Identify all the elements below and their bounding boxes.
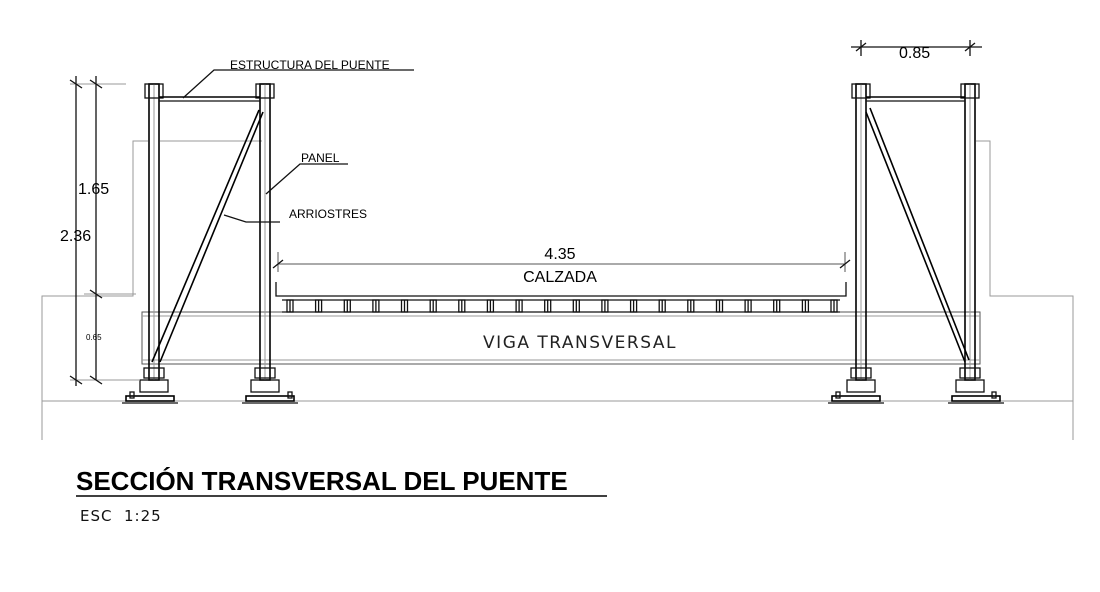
bracing-label: ARRIOSTRES <box>289 207 367 221</box>
base-2 <box>242 367 298 404</box>
panel-label: PANEL <box>301 151 340 165</box>
left-panel <box>144 83 275 381</box>
support-bases <box>122 367 1004 404</box>
total-height-dimension: 2.36 <box>60 228 91 245</box>
roadway-deck <box>275 282 847 313</box>
transverse-beam <box>141 311 981 365</box>
vertical-dimensions: 1.65 2.36 0.65 <box>60 76 140 386</box>
abutment-outline <box>41 140 1074 440</box>
base-4 <box>948 367 1004 404</box>
roadway-width-dimension: 4.35 <box>544 246 575 263</box>
right-panel <box>851 83 980 381</box>
deck-stringers <box>286 299 838 313</box>
base-1 <box>122 367 178 404</box>
panel-width-dimension-line: 0.85 <box>851 40 982 62</box>
beam-height-dimension: 0.65 <box>86 333 102 342</box>
beam-label: VIGA TRANSVERSAL <box>483 333 677 353</box>
callouts: ESTRUCTURA DEL PUENTE PANEL ARRIOSTRES <box>182 58 414 223</box>
roadway-label: CALZADA <box>523 269 597 286</box>
panel-height-dimension: 1.65 <box>78 181 109 198</box>
drawing-scale: ESC 1:25 <box>80 507 162 525</box>
base-3 <box>828 367 884 404</box>
title-block: SECCIÓN TRANSVERSAL DEL PUENTE ESC 1:25 <box>76 466 607 525</box>
structure-label: ESTRUCTURA DEL PUENTE <box>230 58 390 72</box>
panel-width-dimension: 0.85 <box>899 45 930 62</box>
drawing-title: SECCIÓN TRANSVERSAL DEL PUENTE <box>76 466 568 496</box>
roadway-dimension-line: 4.35 CALZADA <box>272 246 851 286</box>
